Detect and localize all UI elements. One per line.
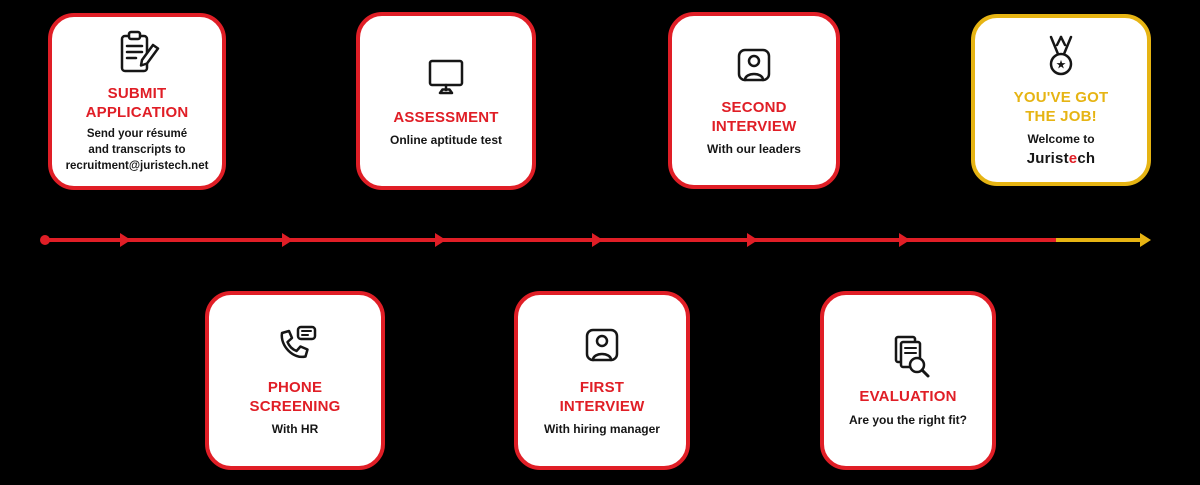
- step-desc: With our leaders: [707, 142, 801, 157]
- step-desc: Welcome to: [1027, 132, 1095, 147]
- timeline-arrow-icon: [747, 233, 758, 247]
- logo-text-pre: Jurist: [1026, 150, 1069, 168]
- step-title: SECOND INTERVIEW: [711, 98, 797, 135]
- step-title: FIRST INTERVIEW: [559, 378, 645, 415]
- timeline-line-red: [44, 238, 1056, 242]
- timeline-line-yellow: [1056, 238, 1142, 242]
- timeline-arrow-icon: [592, 233, 603, 247]
- timeline-arrow-icon: [120, 233, 131, 247]
- timeline-arrow-final-icon: [1140, 233, 1151, 247]
- step-title: SUBMIT APPLICATION: [85, 84, 189, 121]
- step-title: EVALUATION: [859, 388, 957, 406]
- clipboard-pencil-icon: [113, 29, 161, 77]
- timeline-arrow-icon: [282, 233, 293, 247]
- step-title: PHONE SCREENING: [249, 378, 341, 415]
- juristech-logo: Juristech: [1027, 150, 1096, 167]
- step-card-submit-application: SUBMIT APPLICATION Send your résumé and …: [48, 13, 226, 190]
- timeline-arrow-icon: [899, 233, 910, 247]
- step-desc: With hiring manager: [544, 422, 660, 437]
- timeline-arrow-icon: [435, 233, 446, 247]
- person-frame-icon: [730, 43, 778, 91]
- step-card-first-interview: FIRST INTERVIEW With hiring manager: [514, 291, 690, 470]
- logo-text-accent: e: [1068, 150, 1078, 168]
- step-card-assessment: ASSESSMENT Online aptitude test: [356, 12, 536, 190]
- step-title: YOU'VE GOT THE JOB!: [1013, 88, 1109, 125]
- step-card-youve-got-the-job: ★ YOU'VE GOT THE JOB! Welcome to Juriste…: [971, 14, 1151, 186]
- phone-chat-icon: [271, 323, 319, 371]
- step-title: ASSESSMENT: [393, 108, 499, 126]
- step-desc: With HR: [271, 422, 319, 437]
- person-frame-icon: [578, 323, 626, 371]
- monitor-icon: [422, 53, 470, 101]
- step-desc: Send your résumé and transcripts to recr…: [65, 128, 209, 172]
- svg-text:★: ★: [1056, 57, 1067, 71]
- step-card-phone-screening: PHONE SCREENING With HR: [205, 291, 385, 470]
- step-card-evaluation: EVALUATION Are you the right fit?: [820, 291, 996, 470]
- step-card-second-interview: SECOND INTERVIEW With our leaders: [668, 12, 840, 189]
- medal-icon: ★: [1037, 33, 1085, 81]
- documents-magnifier-icon: [884, 332, 932, 380]
- step-desc: Online aptitude test: [389, 133, 502, 148]
- logo-text-suf: ch: [1077, 150, 1096, 168]
- step-desc: Are you the right fit?: [849, 412, 967, 427]
